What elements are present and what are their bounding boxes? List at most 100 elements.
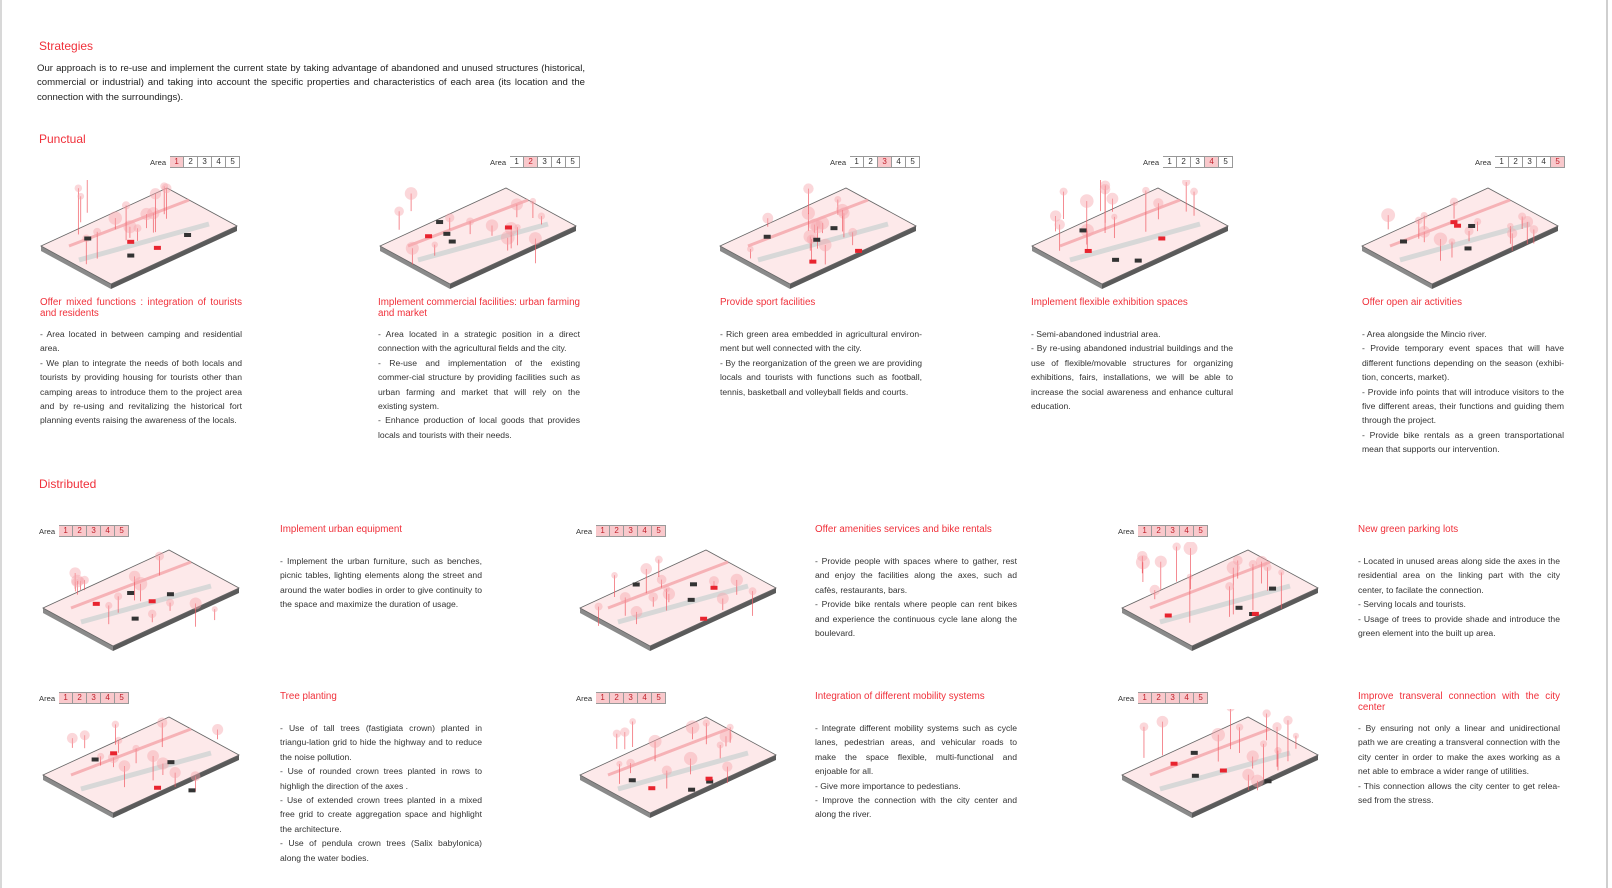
strategy-card: Offer open air activities- Area alongsid…	[1362, 297, 1564, 457]
area-box-3: 3	[87, 525, 102, 537]
tree-crown-icon	[1292, 732, 1300, 739]
tree-crown-icon	[838, 207, 850, 219]
tree-crown-icon	[156, 757, 170, 770]
site-slab-edge	[113, 588, 239, 651]
strategy-title: Offer open air activities	[1362, 297, 1463, 308]
tree-crown-icon	[114, 736, 123, 745]
tree-crown-icon	[157, 717, 168, 728]
tree-crown-icon	[1381, 208, 1396, 223]
area-box-5: 5	[1194, 692, 1209, 704]
site-slab-edge	[1432, 226, 1558, 289]
area-box-4: 4	[1180, 692, 1195, 704]
tree-crown-icon	[1149, 584, 1161, 596]
strategy-card: New green parking lots- Located in unuse…	[1358, 524, 1560, 640]
tree-crown-icon	[1278, 569, 1285, 576]
area-box-1: 1	[1138, 692, 1153, 704]
tree-crown-icon	[722, 761, 733, 772]
area-box-4: 4	[1180, 525, 1195, 537]
strategy-title: Offer mixed functions : integration of t…	[40, 297, 242, 319]
site-element-icon	[1191, 773, 1199, 778]
description-line: - Use of rounded crown trees planted in …	[280, 766, 482, 791]
description-line: - By ensuring not only a linear and unid…	[1358, 723, 1560, 777]
tree-crown-icon	[404, 187, 418, 200]
tree-crown-icon	[118, 760, 131, 772]
strategy-description: - Implement the urban furniture, such as…	[280, 554, 482, 612]
site-slab-edge	[650, 755, 776, 818]
tree-crown-icon	[1449, 197, 1459, 207]
tree-crown-icon	[1135, 555, 1150, 570]
tree-crown-icon	[1521, 216, 1534, 228]
tree-crown-icon	[1474, 218, 1482, 226]
description-line: - By re-using abandoned industrial build…	[1031, 343, 1233, 412]
tree-crown-icon	[834, 196, 842, 203]
tree-crown-icon	[594, 602, 603, 611]
tree-crown-icon	[80, 575, 89, 585]
site-element-icon	[1468, 223, 1476, 228]
site-road	[80, 750, 212, 792]
tree-crown-icon	[149, 188, 162, 200]
strategy-card: Implement flexible exhibition spaces- Se…	[1031, 297, 1233, 413]
site-element-icon	[504, 225, 512, 230]
area-label: Area	[1118, 526, 1135, 536]
tree-crown-icon	[529, 197, 537, 205]
site-element-icon	[1464, 246, 1472, 251]
tree-crown-icon	[685, 720, 700, 734]
site-path	[70, 560, 192, 610]
tree-crown-icon	[528, 232, 542, 246]
tree-crown-icon	[485, 219, 499, 232]
site-slab-top	[1031, 187, 1229, 285]
tree-crown-icon	[140, 207, 153, 221]
site-element-icon	[628, 778, 636, 783]
tree-crown-icon	[708, 576, 719, 587]
tree-crown-icon	[630, 605, 643, 618]
strategies-intro: Our approach is to re-use and implement …	[37, 63, 585, 103]
tree-crown-icon	[1420, 211, 1428, 220]
tree-crown-icon	[147, 207, 160, 220]
area-box-5: 5	[115, 692, 130, 704]
area-box-5: 5	[1194, 525, 1209, 537]
description-line: - Provide bike rentals as a green transp…	[1362, 429, 1564, 455]
area-box-1: 1	[1138, 525, 1153, 537]
description-line: - Provide info points that will introduc…	[1362, 386, 1564, 426]
description-line: - By the reorganization of the green we …	[720, 357, 922, 397]
tree-crown-icon	[1137, 550, 1148, 562]
area-box-1: 1	[59, 692, 74, 704]
description-line: - Enhance production of local goods that…	[378, 415, 580, 440]
area-label: Area	[830, 157, 847, 167]
site-road	[1069, 221, 1201, 263]
tree-crown-icon	[93, 227, 102, 236]
area-box-2: 2	[1177, 156, 1192, 168]
strategy-title: Implement urban equipment	[280, 524, 402, 535]
tree-crown-icon	[1186, 573, 1193, 580]
tree-crown-icon	[160, 182, 169, 191]
tree-crown-icon	[79, 730, 90, 741]
distributed-heading: Distributed	[39, 477, 97, 491]
site-element-icon	[154, 785, 162, 790]
tree-crown-icon	[212, 724, 224, 736]
tree-crown-icon	[169, 766, 181, 779]
tree-crown-icon	[1235, 723, 1244, 731]
tree-crown-icon	[612, 729, 621, 738]
area-box-1: 1	[170, 156, 185, 168]
tree-crown-icon	[190, 771, 201, 782]
area-box-1: 1	[510, 156, 525, 168]
isometric-site-diagram	[1121, 542, 1319, 651]
isometric-site-diagram	[42, 716, 240, 818]
tree-crown-icon	[616, 760, 623, 767]
area-box-4: 4	[552, 156, 567, 168]
tree-crown-icon	[69, 567, 81, 579]
area-box-1: 1	[59, 525, 74, 537]
tree-crown-icon	[394, 206, 404, 217]
site-element-icon	[689, 582, 697, 587]
description-line: - Use of tall trees (fastigiata crown) p…	[280, 723, 482, 762]
site-element-icon	[131, 616, 139, 621]
area-label: Area	[576, 693, 593, 703]
area-box-2: 2	[1152, 692, 1167, 704]
tree-crown-icon	[1242, 768, 1255, 781]
tree-crown-icon	[730, 573, 743, 587]
area-label: Area	[39, 526, 56, 536]
tree-crown-icon	[762, 212, 774, 224]
